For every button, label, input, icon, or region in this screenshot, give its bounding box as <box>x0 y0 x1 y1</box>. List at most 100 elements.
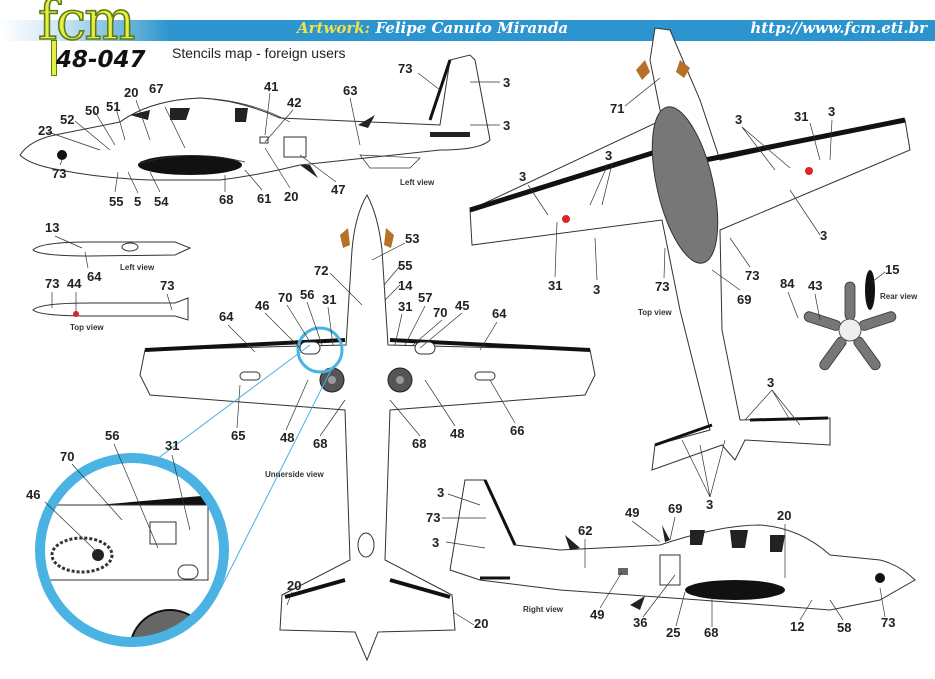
callout: 72 <box>314 263 328 278</box>
callout: 48 <box>280 430 294 445</box>
callout: 84 <box>780 276 795 291</box>
website-url[interactable]: http://www.fcm.eti.br <box>750 19 927 37</box>
callout: 3 <box>706 497 713 512</box>
drop-tank-views: 13 64 Left view 73 44 73 Top view <box>32 220 192 332</box>
callout: 3 <box>519 169 526 184</box>
rear-view-propeller: 84 43 15 Rear view <box>780 262 918 371</box>
callout: 46 <box>26 487 40 502</box>
view-caption: Underside view <box>265 470 324 479</box>
underside-view-aircraft <box>139 193 596 662</box>
callout: 43 <box>808 278 822 293</box>
callout: 64 <box>492 306 507 321</box>
page-subtitle: Stencils map - foreign users <box>172 45 346 61</box>
callout: 51 <box>106 99 120 114</box>
callout: 73 <box>52 166 66 181</box>
callout: 73 <box>45 276 59 291</box>
callout: 53 <box>405 231 419 246</box>
callout: 66 <box>510 423 524 438</box>
callout: 13 <box>45 220 59 235</box>
callout: 31 <box>548 278 562 293</box>
callout: 42 <box>287 95 301 110</box>
callout: 69 <box>668 501 682 516</box>
callout: 65 <box>231 428 245 443</box>
callout: 41 <box>264 79 278 94</box>
callout: 73 <box>398 61 412 76</box>
callout: 71 <box>610 101 624 116</box>
callout: 50 <box>85 103 99 118</box>
callout: 3 <box>593 282 600 297</box>
callout: 31 <box>398 299 412 314</box>
callout: 64 <box>87 269 102 284</box>
callout: 68 <box>219 192 233 207</box>
callout: 61 <box>257 191 271 206</box>
view-caption: Right view <box>523 605 564 614</box>
callout: 55 <box>109 194 123 209</box>
callout: 57 <box>418 290 432 305</box>
callout: 55 <box>398 258 412 273</box>
callout: 23 <box>38 123 52 138</box>
view-caption: Left view <box>400 178 435 187</box>
callout: 49 <box>590 607 604 622</box>
callout: 20 <box>284 189 298 204</box>
callout: 14 <box>398 278 413 293</box>
view-caption: Top view <box>638 308 672 317</box>
callout: 54 <box>154 194 169 209</box>
callout: 3 <box>767 375 774 390</box>
callout: 56 <box>105 428 119 443</box>
callout: 3 <box>735 112 742 127</box>
callout: 45 <box>455 298 469 313</box>
left-view-aircraft <box>19 54 491 181</box>
callout: 52 <box>60 112 74 127</box>
callout: 64 <box>219 309 234 324</box>
callout: 44 <box>67 276 82 291</box>
callout: 3 <box>503 75 510 90</box>
callout: 20 <box>777 508 791 523</box>
top-view-callouts: 71 3 3 3 31 3 31 3 73 73 69 3 3 3 Top vi… <box>519 77 835 512</box>
callout: 56 <box>300 287 314 302</box>
callout: 48 <box>450 426 464 441</box>
view-caption: Top view <box>70 323 104 332</box>
callout: 73 <box>160 278 174 293</box>
callout: 67 <box>149 81 163 96</box>
view-caption: Left view <box>120 263 155 272</box>
callout: 68 <box>313 436 327 451</box>
callout: 47 <box>331 182 345 197</box>
left-view-callouts: 73 23 52 50 51 20 67 55 5 54 68 61 20 41… <box>38 61 510 209</box>
callout: 46 <box>255 298 269 313</box>
logo-accent <box>51 40 57 76</box>
callout: 70 <box>60 449 74 464</box>
callout: 20 <box>124 85 138 100</box>
callout: 3 <box>820 228 827 243</box>
callout: 15 <box>885 262 899 277</box>
header-banner <box>0 20 935 41</box>
callout: 73 <box>655 279 669 294</box>
right-view-callouts: 3 73 3 62 49 69 20 49 36 25 68 12 58 73 … <box>426 485 895 640</box>
callout: 62 <box>578 523 592 538</box>
callout: 68 <box>412 436 426 451</box>
right-view-aircraft <box>449 479 916 611</box>
product-code: 48-047 <box>56 47 146 73</box>
callout: 25 <box>666 625 680 640</box>
callout: 70 <box>433 305 447 320</box>
callout: 20 <box>474 616 488 631</box>
callout: 73 <box>745 268 759 283</box>
callout: 63 <box>343 83 357 98</box>
callout: 69 <box>737 292 751 307</box>
callout: 73 <box>426 510 440 525</box>
callout: 31 <box>794 109 808 124</box>
top-view-aircraft <box>469 27 911 471</box>
callout: 5 <box>134 194 141 209</box>
view-caption: Rear view <box>880 292 918 301</box>
callout: 70 <box>278 290 292 305</box>
callout: 58 <box>837 620 851 635</box>
artwork-label: Artwork: <box>297 19 371 37</box>
callout: 36 <box>633 615 647 630</box>
underside-view-callouts: 53 72 55 14 46 70 56 31 31 57 70 45 64 6… <box>219 231 524 631</box>
callout: 3 <box>437 485 444 500</box>
callout: 31 <box>322 292 336 307</box>
artwork-credit: Artwork: Felipe Canuto Miranda <box>297 19 568 37</box>
callout: 49 <box>625 505 639 520</box>
artist-name: Felipe Canuto Miranda <box>375 19 569 37</box>
callout: 68 <box>704 625 718 640</box>
